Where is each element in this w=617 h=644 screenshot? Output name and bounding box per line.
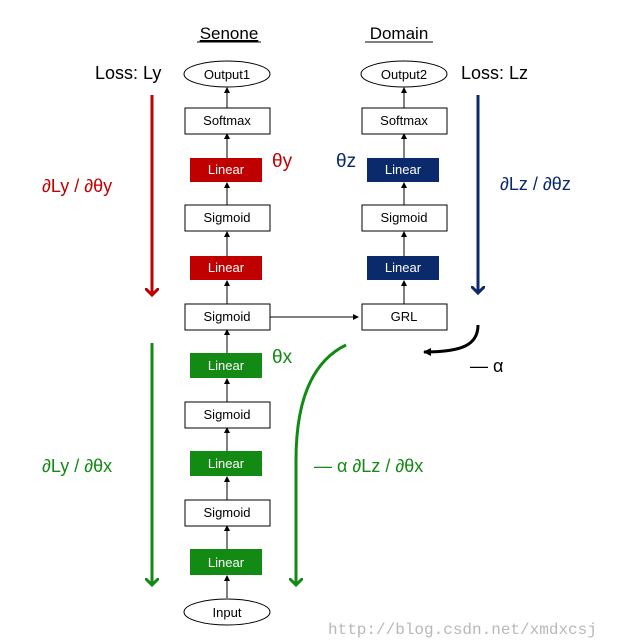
reversal-arrow [423,324,480,356]
linear-z2-label: Linear [385,162,422,177]
sigmoid-z-label: Sigmoid [381,210,428,225]
sigmoid-x2-block [184,401,271,429]
input-label: Input [213,605,242,620]
linear-y1-block [190,256,262,280]
loss-ly-label: Loss: Ly [95,63,161,83]
sigmoid-z-block [361,204,448,232]
senone-softmax-label: Softmax [203,113,251,128]
linear-x2-block [190,451,262,476]
linear-z1-block [367,256,439,280]
linear-y2-block [190,158,262,182]
sigmoid-x1-label: Sigmoid [204,505,251,520]
senone-softmax-block [184,107,271,135]
senone-header: Senone [200,24,259,43]
grl-label: GRL [391,309,418,324]
grad-neg-alpha-lz-thx-label: — α ∂Lz / ∂θx [314,456,423,476]
grl-block [361,303,448,331]
green-gradient-arrow-curved [296,343,347,585]
input-node [183,598,271,626]
linear-x1-label: Linear [208,555,245,570]
output2-node [360,60,448,88]
linear-x3-label: Linear [208,358,245,373]
sigmoid-x1-block [184,499,271,527]
grad-lz-thz-label: ∂Lz / ∂θz [500,174,571,194]
theta-y-label: θy [272,151,293,172]
domain-softmax-label: Softmax [380,113,428,128]
watermark: http://blog.csdn.net/xmdxcsj [328,621,597,639]
linear-x3-block [190,353,262,378]
linear-z2-block [367,158,439,182]
grad-ly-thy-label: ∂Ly / ∂θy [42,176,112,196]
theta-z-label: θz [336,151,356,172]
sigmoid-shared-label: Sigmoid [204,309,251,324]
output1-label: Output1 [204,67,250,82]
theta-x-label: θx [272,347,293,368]
linear-z1-label: Linear [385,260,422,275]
output1-node [183,60,271,88]
output2-label: Output2 [381,67,427,82]
neg-alpha-label: — α [470,356,503,376]
domain-softmax-block [361,107,448,135]
domain-header: Domain [370,24,429,43]
sigmoid-y-block [184,204,271,232]
linear-y1-label: Linear [208,260,245,275]
sigmoid-y-label: Sigmoid [204,210,251,225]
grad-ly-thx-label: ∂Ly / ∂θx [42,456,112,476]
sigmoid-x2-label: Sigmoid [204,407,251,422]
linear-x1-block [190,549,262,575]
sigmoid-shared-block [184,303,271,331]
linear-x2-label: Linear [208,456,245,471]
linear-y2-label: Linear [208,162,245,177]
loss-lz-label: Loss: Lz [461,63,528,83]
